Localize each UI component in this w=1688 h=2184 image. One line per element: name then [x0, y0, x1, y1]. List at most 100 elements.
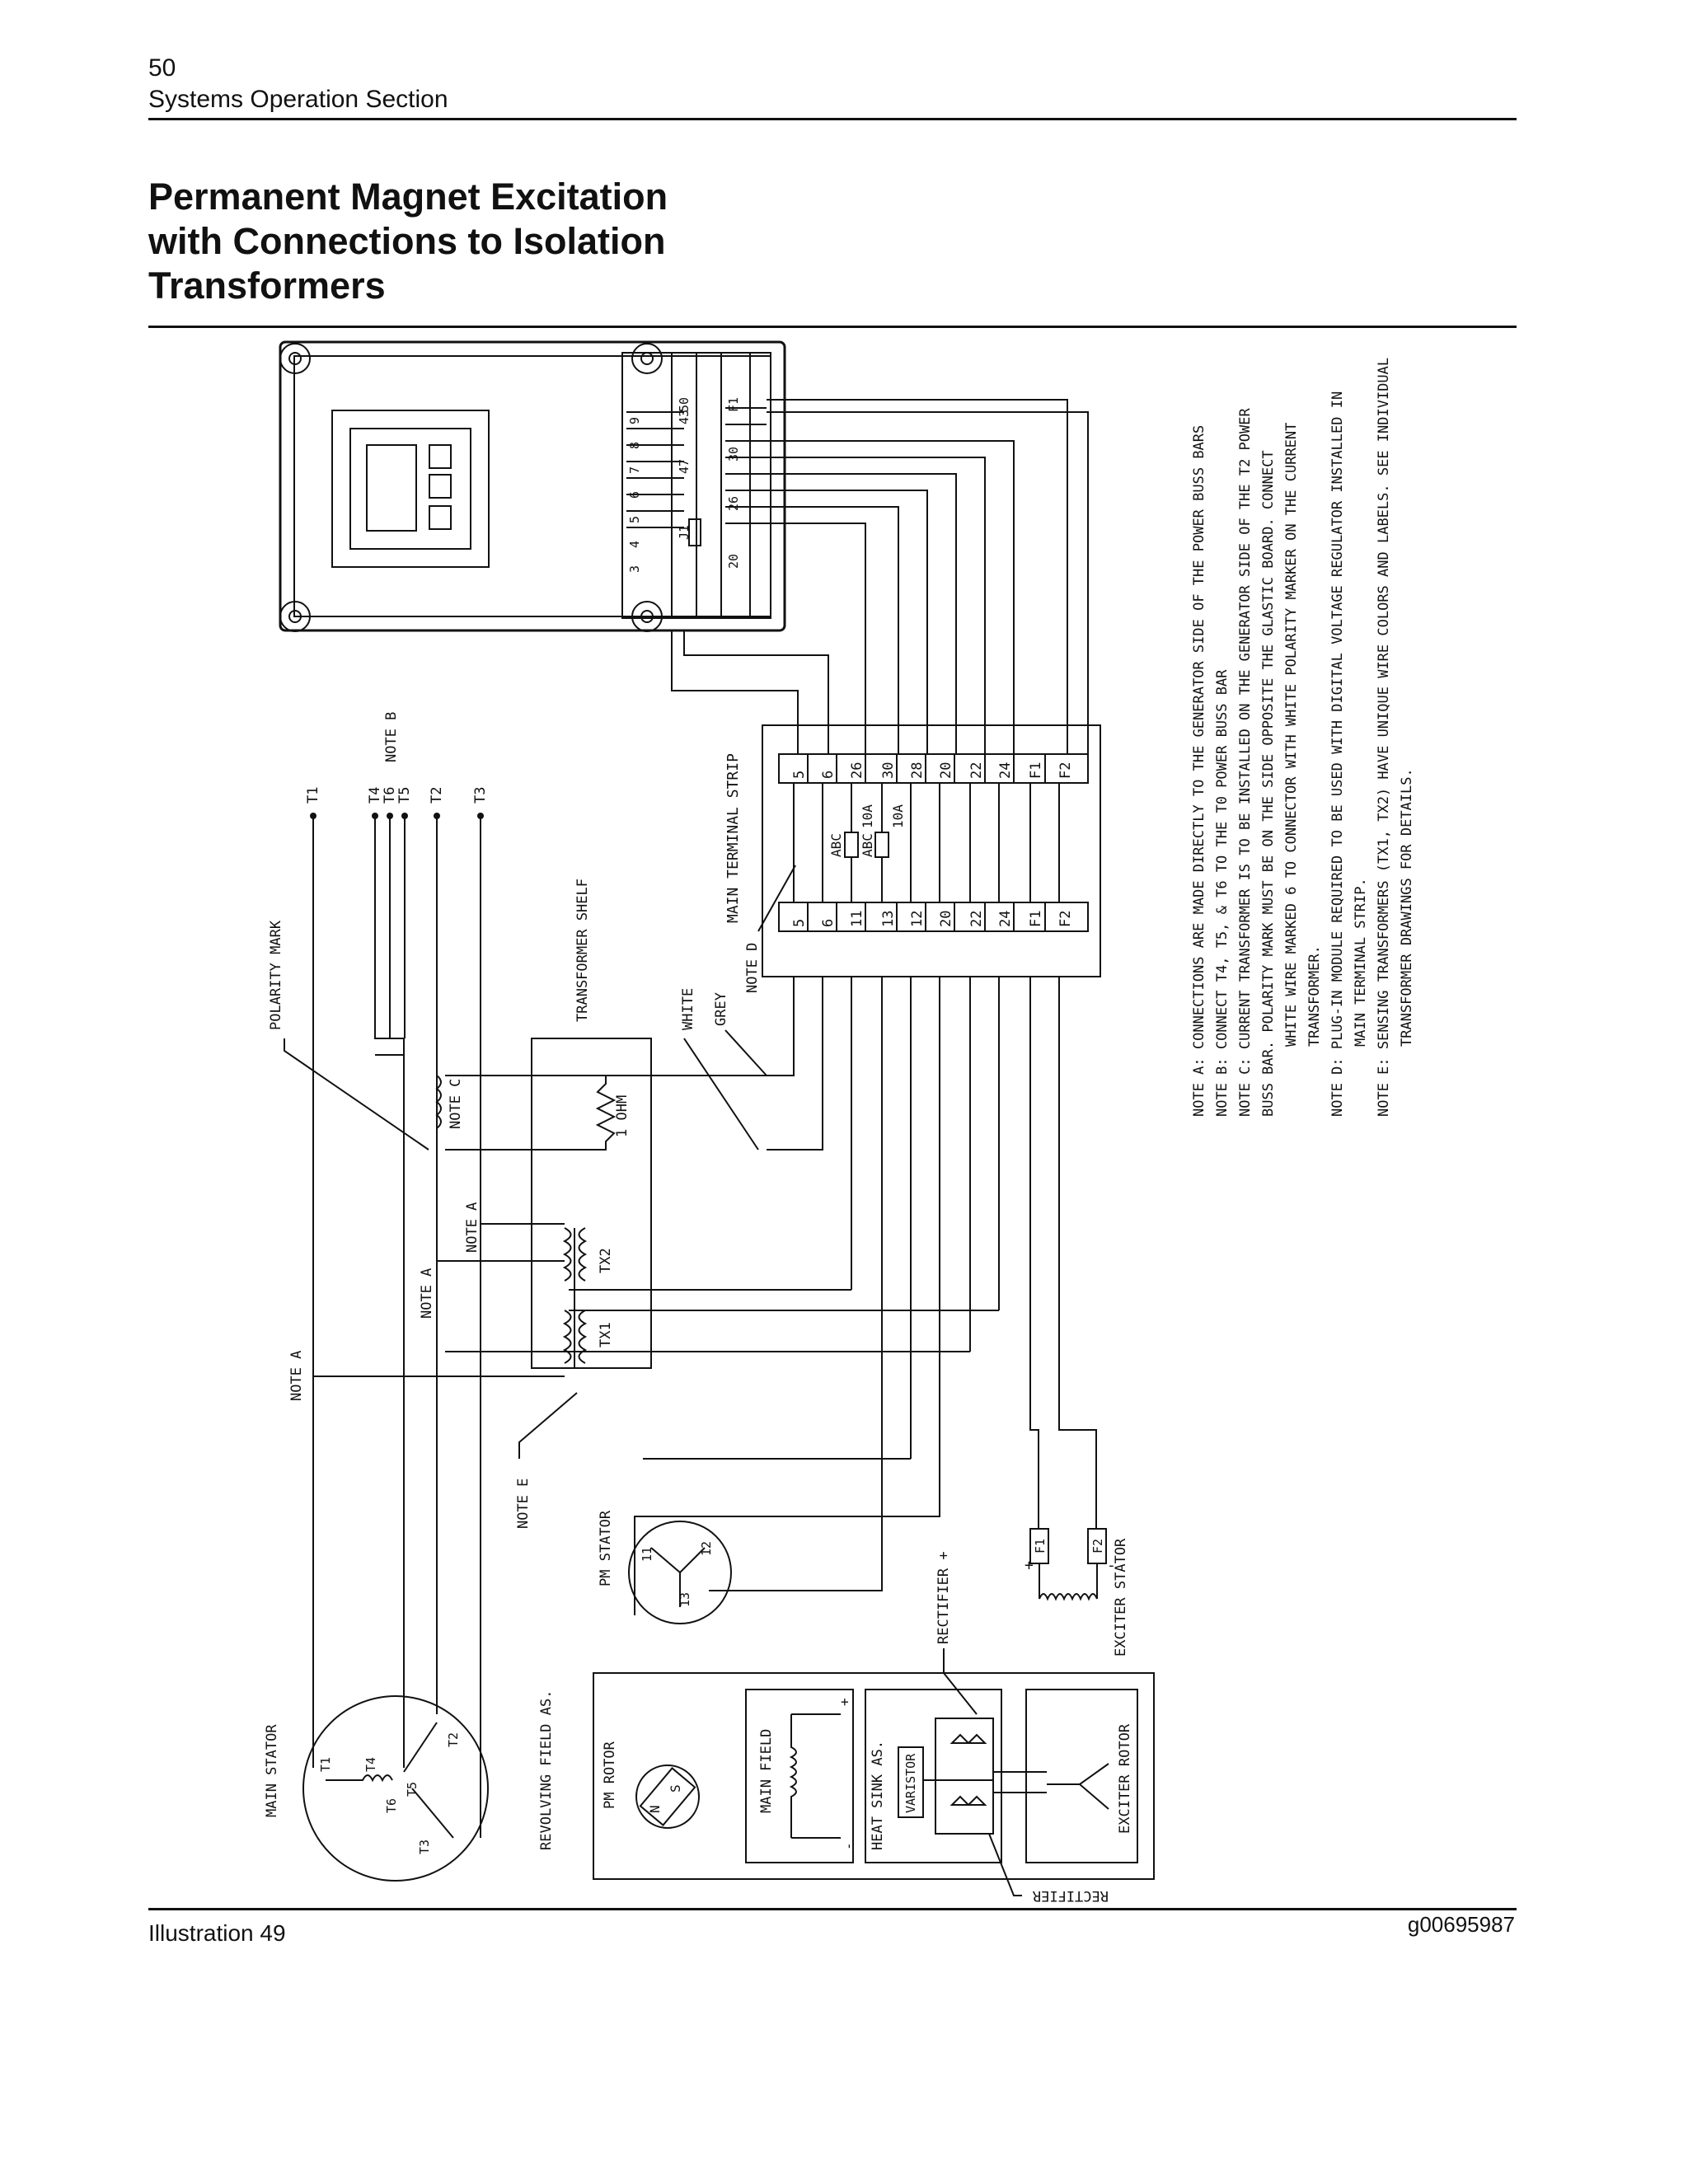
- connector-label: J1: [677, 525, 692, 540]
- header-rule: [148, 118, 1517, 120]
- terminal-top: 22: [968, 762, 985, 779]
- minus-sign: -: [1107, 1557, 1116, 1574]
- pm-terminal: 12: [699, 1541, 714, 1556]
- note-d-label: NOTE D: [744, 943, 761, 993]
- stator-label: MAIN STATOR: [264, 1724, 280, 1817]
- f1-label: F1: [1033, 1539, 1048, 1554]
- exciter-rotor-label: EXCITER ROTOR: [1117, 1723, 1133, 1834]
- pm-stator: 11 12 13 PM STATOR: [598, 1510, 732, 1624]
- pm-rotor-label: PM ROTOR: [602, 1741, 618, 1809]
- terminal-top: F2: [1057, 762, 1074, 779]
- field-plus: +: [837, 1698, 852, 1706]
- notes: NOTE A: CONNECTIONS ARE MADE DIRECTLY TO…: [1191, 358, 1415, 1117]
- note-a-label: NOTE A: [419, 1268, 435, 1319]
- terminal-top: 6: [820, 771, 837, 779]
- note-line: BUSS BAR. POLARITY MARK MUST BE ON THE S…: [1260, 450, 1277, 1117]
- pm-stator-label: PM STATOR: [598, 1510, 614, 1586]
- note-a-label: NOTE A: [288, 1351, 305, 1401]
- lead-label: T4: [367, 787, 383, 804]
- terminal-bottom: 22: [968, 911, 985, 927]
- pin-label: F1: [726, 397, 741, 412]
- stator-t3: T3: [417, 1840, 432, 1854]
- revolving-field-label: REVOLVING FIELD AS.: [538, 1690, 555, 1850]
- pin-label: 47: [677, 459, 692, 474]
- stator-t2: T2: [446, 1732, 461, 1747]
- terminal-bottom: 24: [997, 911, 1014, 927]
- pin-label: 30: [726, 447, 741, 462]
- stator-leads: T1 T4 T6 T5 T2 T3 NOTE B: [305, 712, 489, 1838]
- white-wire-label: WHITE: [680, 988, 696, 1030]
- pin-label: 50: [677, 397, 692, 412]
- exciter-stator-label: EXCITER STATOR: [1113, 1538, 1129, 1657]
- terminal-bottom: 20: [938, 911, 954, 927]
- exciter-stator: F1 F2 + - EXCITER STATOR: [1025, 1528, 1129, 1657]
- title-line: with Connections to Isolation: [148, 220, 666, 262]
- note-b-label: NOTE B: [383, 712, 400, 762]
- field-minus: -: [841, 1842, 856, 1850]
- rectifier-plus-label: RECTIFIER +: [935, 1551, 952, 1644]
- strip-wires: [445, 977, 1097, 1615]
- lead-label: T5: [396, 787, 413, 804]
- terminal-top: 20: [938, 762, 954, 779]
- note-a-label: NOTE A: [464, 1202, 481, 1253]
- f2-label: F2: [1090, 1539, 1105, 1554]
- illustration-caption: Illustration 49: [148, 1920, 286, 1946]
- heat-sink-label: HEAT SINK AS.: [870, 1741, 886, 1850]
- terminal-bottom: F1: [1028, 911, 1044, 927]
- fuse-label: 10A: [890, 804, 906, 828]
- stator-t5: T5: [405, 1782, 420, 1797]
- transformer-shelf-label: TRANSFORMER SHELF: [574, 879, 591, 1022]
- main-terminal-strip: MAIN TERMINAL STRIP 5 6 26 30 28 20 22 2…: [724, 724, 1101, 977]
- terminal-top: 26: [849, 762, 865, 779]
- terminal-bottom: 11: [849, 911, 865, 927]
- terminal-bottom: 5: [791, 919, 808, 927]
- stator-t6: T6: [384, 1798, 399, 1813]
- fuse-label: ABC: [828, 833, 844, 857]
- revolving-field: REVOLVING FIELD AS. PM ROTOR N S MAIN FI…: [538, 1672, 1155, 1904]
- terminal-top: 24: [997, 762, 1014, 779]
- lead-label: T2: [429, 787, 445, 804]
- lead-label: T3: [472, 787, 489, 804]
- terminal-top: 30: [880, 762, 897, 779]
- tx2-label: TX2: [598, 1248, 614, 1273]
- pin-label: 3: [627, 565, 642, 573]
- tx1-label: TX1: [598, 1322, 614, 1347]
- terminal-top: 5: [791, 771, 808, 779]
- rotor-pole: N: [647, 1805, 663, 1813]
- regulator-wires: [671, 399, 1089, 754]
- pin-label: 7: [627, 466, 642, 474]
- title-line: Transformers: [148, 265, 386, 307]
- grey-wire-label: GREY: [713, 992, 729, 1026]
- strip-label: MAIN TERMINAL STRIP: [724, 753, 742, 923]
- lead-label: T6: [382, 787, 398, 804]
- plus-sign: +: [1025, 1557, 1034, 1574]
- pm-terminal: 13: [678, 1592, 692, 1607]
- note-line: NOTE A: CONNECTIONS ARE MADE DIRECTLY TO…: [1191, 425, 1207, 1117]
- ct-coil: [313, 1075, 581, 1377]
- note-line: WHITE WIRE MARKED 6 TO CONNECTOR WITH WH…: [1283, 423, 1300, 1047]
- stator-t4: T4: [363, 1757, 378, 1772]
- terminal-bottom: F2: [1057, 911, 1074, 927]
- note-line: MAIN TERMINAL STRIP.: [1353, 878, 1369, 1047]
- note-e-label: NOTE E: [515, 1479, 532, 1529]
- note-line: NOTE D: PLUG-IN MODULE REQUIRED TO BE US…: [1329, 391, 1346, 1117]
- voltage-regulator: [279, 340, 786, 632]
- resistor-label: 1 OHM: [614, 1095, 631, 1137]
- graphic-id: g00695987: [1407, 1912, 1515, 1937]
- fuse-label: ABC: [860, 833, 875, 857]
- note-c-label: NOTE C: [448, 1079, 464, 1129]
- terminal-bottom: 13: [880, 911, 897, 927]
- main-stator: MAIN STATOR T1 T4 T6 T5 T2 T3: [264, 1695, 489, 1882]
- polarity-mark-label: POLARITY MARK: [268, 920, 284, 1030]
- note-line: TRANSFORMER.: [1306, 945, 1323, 1047]
- stator-t1: T1: [318, 1757, 333, 1772]
- rectifier-minus-label: RECTIFIER -: [1015, 1887, 1109, 1904]
- terminal-bottom: 12: [909, 911, 926, 927]
- pin-label: 26: [726, 496, 741, 511]
- note-line: NOTE E: SENSING TRANSFORMERS (TX1, TX2) …: [1376, 358, 1392, 1117]
- rotor-pole: S: [668, 1784, 683, 1793]
- title-rule: [148, 326, 1517, 328]
- terminal-bottom: 6: [820, 919, 837, 927]
- fuse-label: 10A: [860, 804, 875, 828]
